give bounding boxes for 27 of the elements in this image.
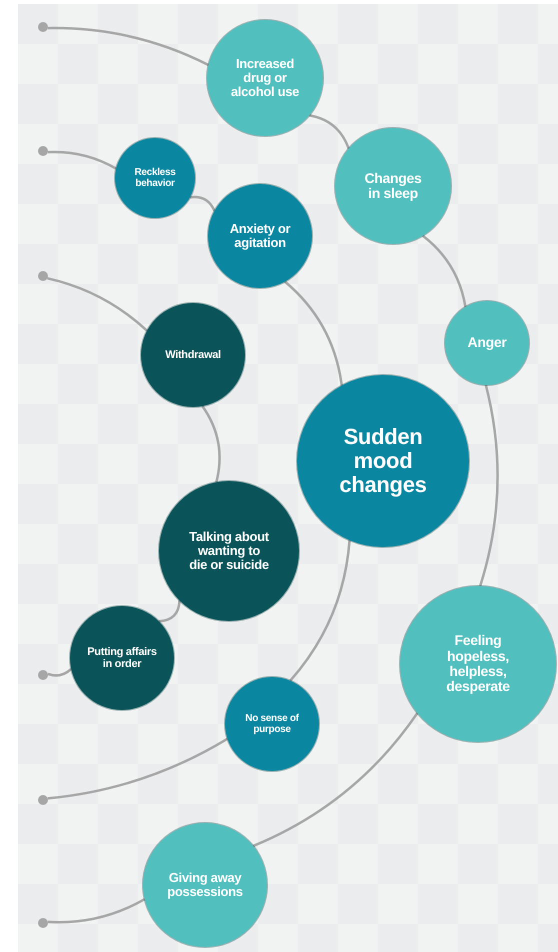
curved-connector-line [190, 196, 216, 212]
sign-label: Reckless behavior [134, 167, 176, 189]
sign-label: Increased drug or alcohol use [230, 56, 300, 100]
curved-connector-line [48, 668, 72, 677]
sign-label: Talking about wanting to die or suicide [189, 530, 269, 572]
sign-label: Changes in sleep [363, 170, 423, 202]
sign-label: Giving away possessions [166, 870, 244, 900]
curved-connector-line [422, 234, 467, 308]
curved-connector-line [48, 150, 117, 170]
sign-label: Sudden mood changes [338, 424, 428, 498]
sign-label: Anxiety or agitation [228, 222, 292, 250]
curved-connector-line [48, 738, 228, 800]
sign-label: No sense of purpose [244, 713, 300, 735]
curved-connector-line [252, 712, 418, 848]
curved-connector-line [284, 280, 343, 386]
curved-connector-line [158, 600, 181, 622]
sign-label: Anger [466, 335, 508, 351]
curved-connector-line [201, 405, 221, 482]
curved-connector-line [309, 114, 350, 150]
curved-connector-line [289, 540, 351, 682]
curved-connector-line [48, 26, 210, 66]
curved-connector-line [47, 277, 148, 332]
sign-label: Putting affairs in order [87, 646, 157, 670]
curved-connector-line [48, 898, 146, 924]
curved-connector-line [478, 384, 499, 586]
sign-label: Feeling hopeless, helpless, desperate [445, 633, 511, 695]
sign-label: Withdrawal [164, 348, 222, 362]
